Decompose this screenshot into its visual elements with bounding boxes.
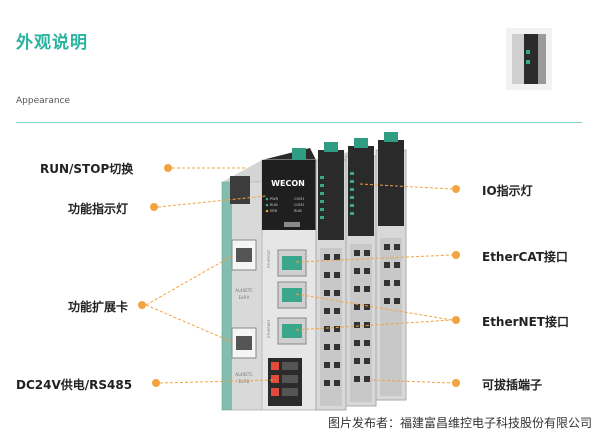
io-module-2 — [345, 138, 377, 407]
card-label-a: AL40ETC — [235, 288, 253, 293]
leader-lines — [145, 167, 453, 384]
leader-dot-power-rs485 — [152, 379, 160, 387]
label-power-rs485: DC24V供电/RS485 — [16, 378, 133, 392]
cpu-module: WECON PWR RUN ERR COM1 COM2 RUN ETHERCAT… — [261, 148, 317, 411]
label-ethercat: EtherCAT接口 — [482, 250, 568, 264]
io-module-3 — [375, 132, 407, 401]
svg-text:RUN: RUN — [294, 209, 302, 213]
card-label-b: AL40ETC — [235, 372, 253, 377]
leader-dot-function-led — [150, 203, 158, 211]
image-caption: 图片发布者：福建富昌维控电子科技股份有限公司 — [327, 416, 592, 430]
page-subtitle: Appearance — [16, 96, 71, 106]
page-title: 外观说明 — [16, 33, 88, 53]
svg-text:ETHERCAT: ETHERCAT — [267, 249, 271, 268]
svg-text:COM1: COM1 — [294, 197, 304, 201]
svg-text:COM2: COM2 — [294, 203, 304, 207]
svg-text:PWR: PWR — [270, 197, 279, 201]
header-divider — [16, 122, 582, 123]
expansion-card-module: AL40ETC ExP.A AL40ETC ExP.B — [221, 160, 263, 411]
svg-text:ETHERNET: ETHERNET — [267, 319, 271, 338]
label-ethernet: EtherNET接口 — [482, 315, 569, 329]
label-function-led: 功能指示灯 — [68, 202, 129, 216]
device-thumbnail — [506, 28, 552, 90]
card-label-a-sub: ExP.A — [239, 295, 250, 300]
label-run-stop: RUN/STOP切换 — [40, 162, 134, 176]
label-expansion-card: 功能扩展卡 — [68, 300, 129, 314]
card-label-b-sub: ExP.B — [239, 379, 250, 384]
leader-dot-io-led — [452, 185, 460, 193]
svg-text:RUN: RUN — [270, 203, 278, 207]
brand-logo: WECON — [271, 179, 305, 188]
leader-dot-ethernet — [452, 316, 460, 324]
label-io-led: IO指示灯 — [482, 184, 533, 198]
leader-dot-run-stop — [164, 164, 172, 172]
leader-dot-expansion-card — [138, 301, 146, 309]
leader-dot-ethercat — [452, 251, 460, 259]
leader-dot-terminal — [452, 379, 460, 387]
svg-text:ERR: ERR — [270, 209, 278, 213]
label-terminal: 可拔插端子 — [482, 378, 543, 392]
